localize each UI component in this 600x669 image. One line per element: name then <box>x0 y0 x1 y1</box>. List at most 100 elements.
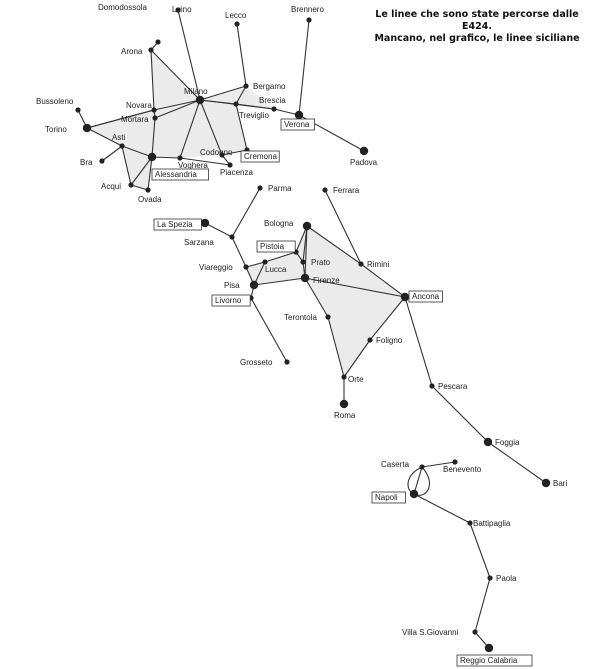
station-dot-brescia <box>271 106 277 112</box>
station-label-bra: Bra <box>80 158 93 167</box>
station-label-caserta: Caserta <box>381 460 410 469</box>
route-ovada-acqui <box>130 184 149 191</box>
station-dot-firenze <box>300 273 310 283</box>
station-label-orte: Orte <box>348 375 364 384</box>
station-dot-viareggio <box>243 264 249 270</box>
station-dot-caserta <box>419 464 425 470</box>
station-label-pistoia: Pistoia <box>260 242 285 251</box>
station-label-novara: Novara <box>126 101 152 110</box>
station-label-acqui: Acqui <box>101 182 121 191</box>
route-parma-sarzana <box>231 187 261 238</box>
station-dot-parma <box>257 185 263 191</box>
station-label-firenze: Firenze <box>313 276 340 285</box>
station-dot-reggio <box>484 643 494 653</box>
station-dot-bussoleno <box>75 107 81 113</box>
station-label-brescia: Brescia <box>259 96 286 105</box>
shaded-region-3 <box>122 146 152 190</box>
shaded-region-5 <box>200 86 274 109</box>
station-dot-lecco <box>234 21 240 27</box>
shaded-region-8 <box>254 252 305 285</box>
station-label-piacenza: Piacenza <box>220 168 253 177</box>
route-mortara-alessandria <box>151 117 156 158</box>
shaded-regions <box>87 50 405 377</box>
station-label-mortara: Mortara <box>121 115 149 124</box>
route-terontola-orte <box>327 316 345 378</box>
route-brescia-verona <box>273 108 300 116</box>
station-label-brennero: Brennero <box>291 5 324 14</box>
station-label-foligno: Foligno <box>376 336 403 345</box>
route-pescara-foggia <box>431 385 489 443</box>
station-dot-rimini <box>358 261 364 267</box>
railway-routes <box>77 9 547 649</box>
station-dot-torino <box>82 123 92 133</box>
station-dot-bergamo <box>243 83 249 89</box>
station-label-padova: Padova <box>350 158 378 167</box>
shaded-region-4 <box>200 100 247 155</box>
shaded-region-0 <box>151 50 200 110</box>
station-label-box-pistoia <box>256 240 296 253</box>
route-lecco-bergamo <box>236 23 247 87</box>
station-label-asti: Asti <box>112 133 126 142</box>
station-dot-foggia <box>483 437 493 447</box>
route-bergamo-milano <box>199 85 247 101</box>
station-label-box-laspezia <box>153 218 202 231</box>
station-label-domodossola: Domodossola <box>98 3 147 12</box>
station-label-alessandria: Alessandria <box>155 170 197 179</box>
route-milano-novara <box>153 99 201 111</box>
station-dot-voghera <box>177 155 183 161</box>
station-label-box-reggio <box>456 654 533 667</box>
station-label-napoli: Napoli <box>375 493 398 502</box>
station-label-rimini: Rimini <box>367 260 389 269</box>
station-label-milano: Milano <box>184 87 208 96</box>
route-voghera-piacenza <box>179 157 231 166</box>
station-label-terontola: Terontola <box>284 313 317 322</box>
station-label-grosseto: Grosseto <box>240 358 273 367</box>
station-dot-ancona <box>400 292 410 302</box>
station-dot-mortara <box>152 115 158 121</box>
route-paola-villa <box>474 577 491 633</box>
route-arona-milano <box>150 49 201 101</box>
route-ancona-pescara <box>404 296 433 387</box>
station-label-torino: Torino <box>45 125 67 134</box>
shaded-region-6 <box>296 226 307 278</box>
station-dot-ferrara <box>322 187 328 193</box>
station-label-bologna: Bologna <box>264 219 294 228</box>
route-treviglio-cremona <box>235 103 248 151</box>
station-dot-pisa <box>249 280 259 290</box>
route-sarzana-viareggio <box>231 236 247 268</box>
route-livorno-grosseto <box>250 297 288 363</box>
route-bologna-pistoia <box>295 225 308 253</box>
route-ferrara-rimini <box>324 189 362 265</box>
station-dot-foligno <box>367 337 373 343</box>
route-brennero-verona <box>298 19 310 116</box>
station-label-lecco: Lecco <box>225 11 247 20</box>
station-label-reggio: Reggio Calabria <box>460 656 518 665</box>
route-pistoia-lucca <box>264 251 297 263</box>
station-dot-domodossola <box>155 39 161 45</box>
station-dot-orte <box>341 374 347 380</box>
station-label-paola: Paola <box>496 574 517 583</box>
shaded-region-1 <box>152 100 222 158</box>
station-dot-padova <box>359 146 369 156</box>
route-foggia-bari <box>487 441 547 484</box>
station-label-foggia: Foggia <box>495 438 520 447</box>
station-label-box-verona <box>280 118 315 131</box>
route-treviglio-brescia <box>235 103 275 110</box>
station-label-bari: Bari <box>553 479 567 488</box>
route-milano-treviglio <box>199 99 237 105</box>
shaded-region-7 <box>303 226 405 377</box>
station-dot-roma <box>339 399 349 409</box>
station-dot-pescara <box>429 383 435 389</box>
station-dot-sarzana <box>229 234 235 240</box>
route-viareggio-lucca <box>245 261 266 268</box>
station-label-box-livorno <box>211 294 251 307</box>
station-label-ovada: Ovada <box>138 195 162 204</box>
station-label-verona: Verona <box>284 120 310 129</box>
station-dots <box>75 7 551 653</box>
caption-line-1: Le linee che sono state percorse dalle E… <box>375 9 579 32</box>
route-caserta-napoli <box>413 466 423 495</box>
route-alessandria-acqui <box>130 156 153 186</box>
station-label-roma: Roma <box>334 411 356 420</box>
